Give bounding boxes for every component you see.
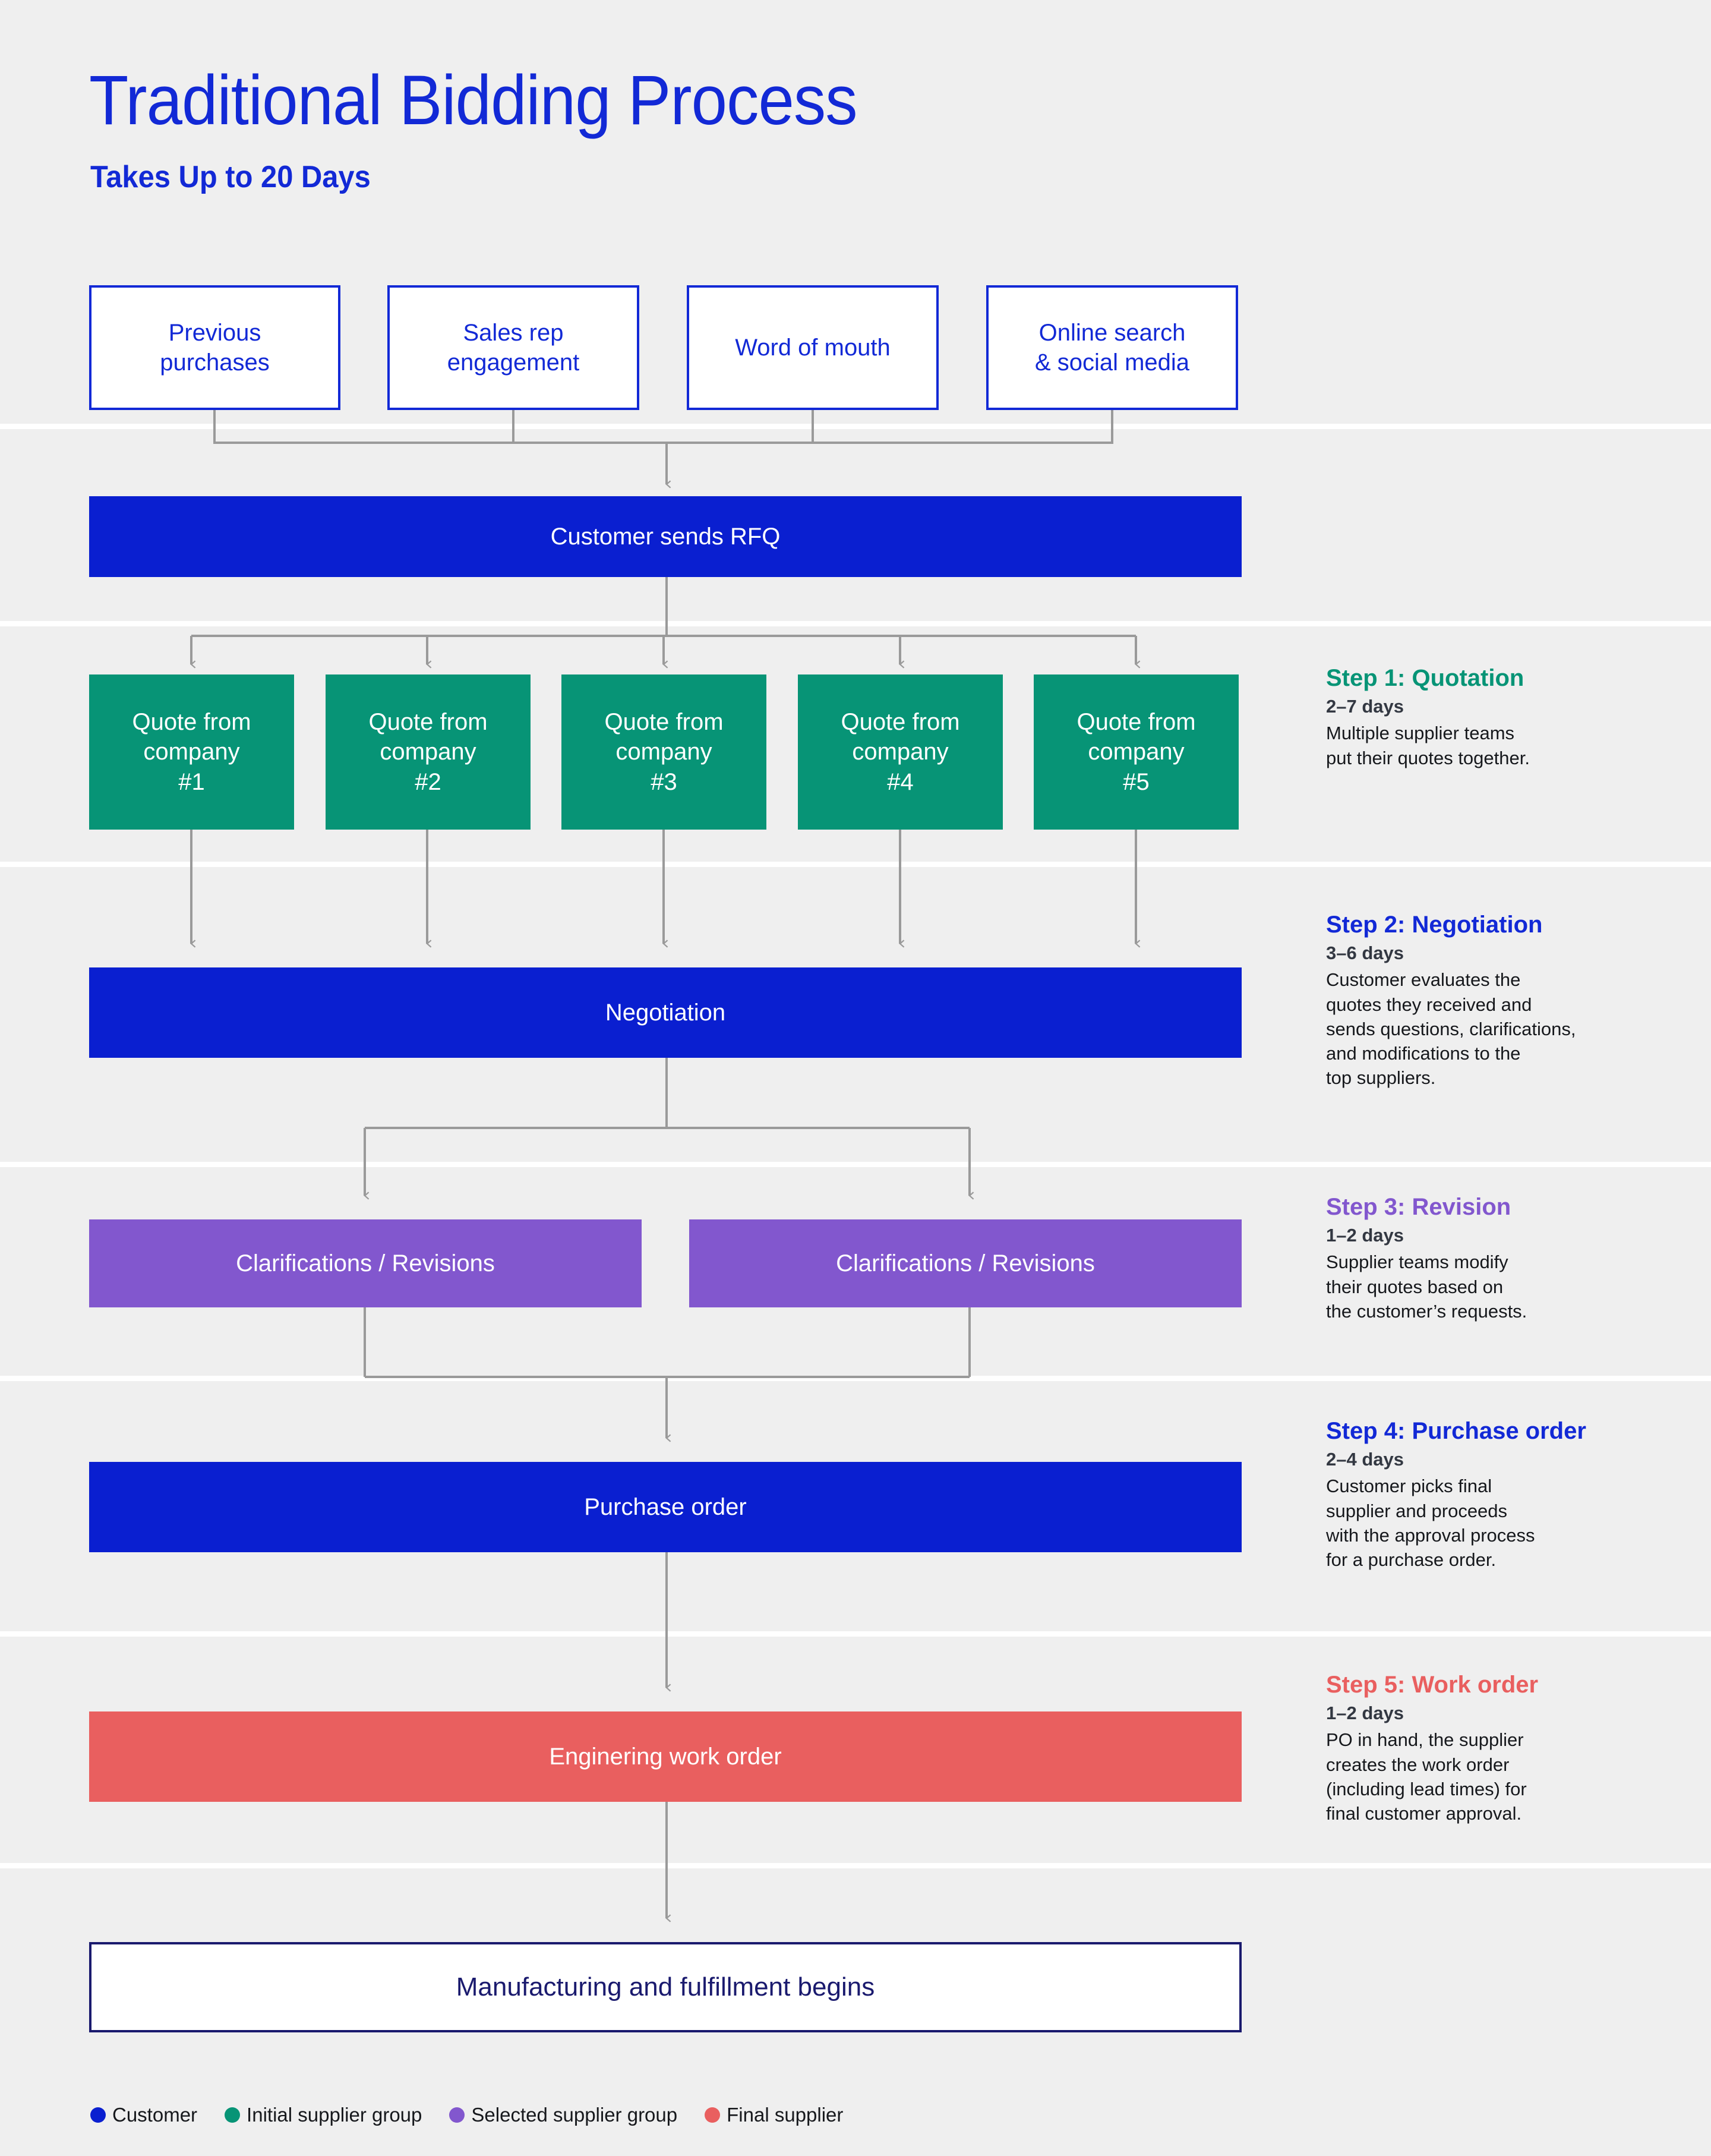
step-description: Supplier teams modify their quotes based…	[1326, 1252, 1527, 1322]
step-duration: 1–2 days	[1326, 1703, 1404, 1724]
step-annotation-5: Step 5: Work order 1–2 days PO in hand, …	[1326, 1671, 1641, 1826]
legend-item-initial-supplier-group: Initial supplier group	[225, 2104, 422, 2126]
band-separator	[0, 621, 1711, 626]
legend-label: Selected supplier group	[471, 2104, 678, 2126]
node-label: Manufacturing and fulfillment begins	[456, 1972, 875, 2002]
step-description: Multiple supplier teams put their quotes…	[1326, 723, 1530, 768]
legend-item-selected-supplier-group: Selected supplier group	[449, 2104, 677, 2126]
node-engineering-work-order[interactable]: Enginering work order	[89, 1711, 1242, 1802]
step-annotation-2: Step 2: Negotiation 3–6 days Customer ev…	[1326, 911, 1641, 1090]
node-label: Negotiation	[605, 999, 726, 1026]
legend-dot-icon	[449, 2107, 465, 2123]
node-label: Clarifications / Revisions	[836, 1250, 1095, 1276]
legend-item-customer: Customer	[90, 2104, 197, 2126]
band-separator	[0, 862, 1711, 867]
node-quote-company-2[interactable]: Quote from company #2	[326, 674, 531, 830]
source-box-sales-rep[interactable]: Sales rep engagement	[387, 285, 639, 410]
source-box-online-search[interactable]: Online search & social media	[986, 285, 1238, 410]
node-negotiation[interactable]: Negotiation	[89, 967, 1242, 1058]
node-label: Customer sends RFQ	[550, 523, 781, 550]
legend-dot-icon	[225, 2107, 241, 2123]
node-quote-company-4[interactable]: Quote from company #4	[798, 674, 1003, 830]
node-label: Clarifications / Revisions	[236, 1250, 495, 1276]
node-quote-company-1[interactable]: Quote from company #1	[89, 674, 294, 830]
node-label: Enginering work order	[549, 1743, 782, 1770]
step-annotation-4: Step 4: Purchase order 2–4 days Customer…	[1326, 1417, 1641, 1572]
source-box-previous-purchases[interactable]: Previous purchases	[89, 285, 340, 410]
node-label: Purchase order	[584, 1493, 747, 1520]
step-annotation-1: Step 1: Quotation 2–7 days Multiple supp…	[1326, 664, 1641, 770]
step-heading: Step 2: Negotiation	[1326, 912, 1543, 938]
band-separator	[0, 1631, 1711, 1637]
step-description: Customer picks final supplier and procee…	[1326, 1476, 1535, 1571]
node-label: Quote from company #3	[604, 708, 724, 795]
step-heading: Step 5: Work order	[1326, 1672, 1539, 1698]
node-purchase-order[interactable]: Purchase order	[89, 1462, 1242, 1552]
page-title: Traditional Bidding Process	[89, 61, 858, 140]
step-heading: Step 1: Quotation	[1326, 665, 1524, 691]
band-separator	[0, 1162, 1711, 1167]
step-duration: 1–2 days	[1326, 1225, 1404, 1246]
node-label: Quote from company #1	[132, 708, 251, 795]
legend-label: Final supplier	[727, 2104, 844, 2126]
step-heading: Step 3: Revision	[1326, 1194, 1511, 1220]
source-box-label: Online search & social media	[1034, 319, 1190, 376]
node-label: Quote from company #4	[841, 708, 960, 795]
band-separator	[0, 1376, 1711, 1381]
node-label: Quote from company #2	[368, 708, 488, 795]
legend: Customer Initial supplier group Selected…	[90, 2104, 870, 2126]
node-quote-company-3[interactable]: Quote from company #3	[561, 674, 766, 830]
band-separator	[0, 424, 1711, 429]
legend-label: Customer	[112, 2104, 198, 2126]
legend-dot-icon	[90, 2107, 106, 2123]
step-heading: Step 4: Purchase order	[1326, 1418, 1586, 1444]
legend-dot-icon	[705, 2107, 721, 2123]
step-duration: 2–7 days	[1326, 696, 1404, 717]
band-separator	[0, 1863, 1711, 1868]
node-label: Quote from company #5	[1077, 708, 1196, 795]
node-customer-sends-rfq[interactable]: Customer sends RFQ	[89, 496, 1242, 577]
node-clarifications-revisions-left[interactable]: Clarifications / Revisions	[89, 1219, 642, 1307]
source-box-label: Word of mouth	[735, 334, 891, 361]
node-manufacturing-begins[interactable]: Manufacturing and fulfillment begins	[89, 1942, 1242, 2032]
node-clarifications-revisions-right[interactable]: Clarifications / Revisions	[689, 1219, 1242, 1307]
step-duration: 3–6 days	[1326, 943, 1404, 964]
source-box-word-of-mouth[interactable]: Word of mouth	[687, 285, 939, 410]
legend-label: Initial supplier group	[247, 2104, 422, 2126]
source-box-label: Previous purchases	[160, 319, 270, 376]
legend-item-final-supplier: Final supplier	[705, 2104, 843, 2126]
step-description: PO in hand, the supplier creates the wor…	[1326, 1729, 1527, 1824]
step-annotation-3: Step 3: Revision 1–2 days Supplier teams…	[1326, 1193, 1641, 1323]
page-subtitle: Takes Up to 20 Days	[90, 160, 371, 194]
step-duration: 2–4 days	[1326, 1449, 1404, 1470]
node-quote-company-5[interactable]: Quote from company #5	[1034, 674, 1239, 830]
source-box-label: Sales rep engagement	[447, 319, 580, 376]
step-description: Customer evaluates the quotes they recei…	[1326, 969, 1576, 1089]
